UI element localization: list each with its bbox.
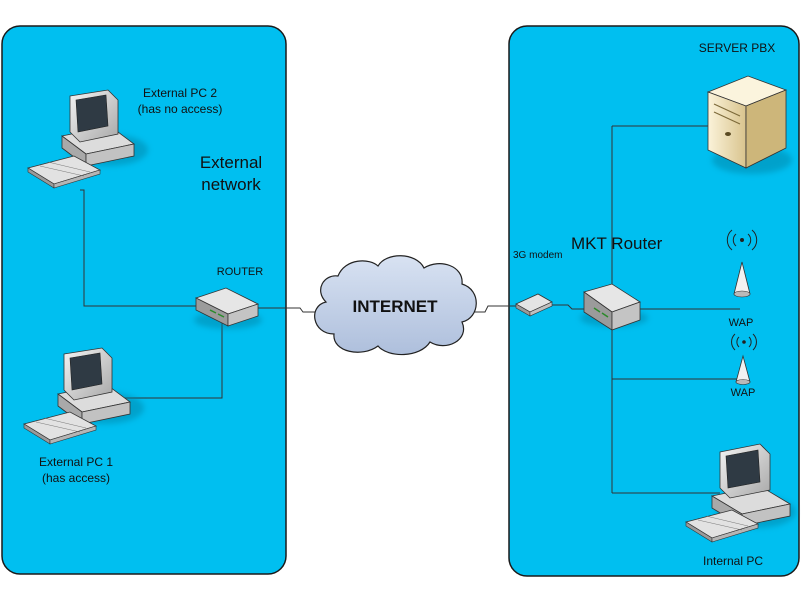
wap1-label: WAP <box>728 317 754 329</box>
wap2-label: WAP <box>730 387 756 399</box>
server-pbx-icon <box>706 75 792 174</box>
server-pbx-label: SERVER PBX <box>698 41 776 55</box>
modem-label: 3G modem <box>513 250 563 261</box>
mkt-router-icon <box>580 283 648 331</box>
internal-pc-label: Internal PC <box>702 554 764 568</box>
external-pc2-label-line2: (has no access) <box>137 102 223 116</box>
router-label: ROUTER <box>216 266 264 278</box>
mkt-router-label: MKT Router <box>571 234 663 253</box>
internet-label: INTERNET <box>352 297 438 316</box>
internet-cloud <box>314 255 477 356</box>
external-pc1-icon <box>22 347 144 445</box>
external-connections <box>80 189 320 399</box>
external-network-label-line1: External <box>199 153 263 172</box>
modem-icon <box>515 293 553 317</box>
wap2-icon <box>731 333 757 385</box>
link-pc1-router <box>98 322 223 399</box>
router-icon <box>194 287 262 329</box>
internal-pc-icon <box>684 443 796 543</box>
external-pc1-label-line2: (has access) <box>41 471 111 485</box>
link-internet-modem <box>470 305 517 313</box>
link-pc2-router <box>80 189 198 307</box>
wap1-icon <box>726 229 758 298</box>
link-modem-mkt <box>552 304 584 310</box>
external-pc2-label-line1: External PC 2 <box>142 86 218 100</box>
external-pc1-label-line1: External PC 1 <box>38 455 114 469</box>
link-router-internet <box>256 307 320 313</box>
external-network-label-line2: network <box>201 175 261 194</box>
external-pc2-icon <box>26 89 148 189</box>
